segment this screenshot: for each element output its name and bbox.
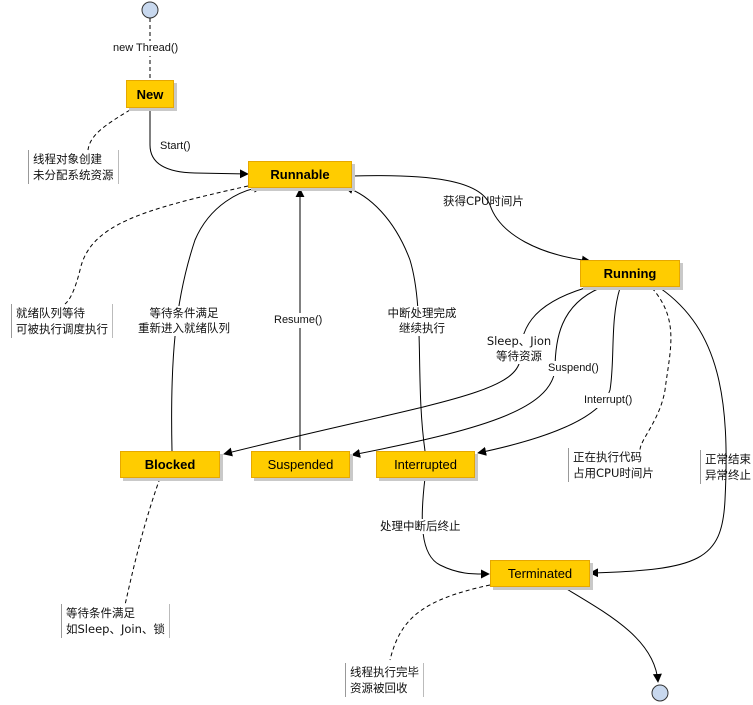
label-interrupt-done-line2: 继续执行 bbox=[399, 321, 445, 335]
edge-get-cpu bbox=[351, 175, 591, 265]
note-new-line1: 线程对象创建 bbox=[33, 152, 102, 166]
note-end-line2: 异常终止 bbox=[705, 468, 751, 482]
note-new-line2: 未分配系统资源 bbox=[33, 168, 114, 182]
state-terminated: Terminated bbox=[490, 560, 590, 587]
label-interrupt: Interrupt() bbox=[584, 393, 633, 408]
note-new: 线程对象创建 未分配系统资源 bbox=[28, 150, 119, 184]
edge-start bbox=[149, 108, 249, 179]
label-wait-ready-line1: 等待条件满足 bbox=[149, 306, 219, 320]
state-new: New bbox=[126, 80, 174, 108]
final-node bbox=[651, 684, 669, 702]
edge-blocked-runnable bbox=[171, 183, 263, 452]
label-interrupt-terminate: 处理中断后终止 bbox=[380, 519, 461, 534]
edge-interrupt bbox=[477, 287, 621, 456]
label-wait-ready-line2: 重新进入就绪队列 bbox=[138, 321, 230, 335]
edge-interrupt-terminate bbox=[421, 477, 490, 579]
label-suspend: Suspend() bbox=[548, 361, 599, 376]
note-blocked-line1: 等待条件满足 bbox=[66, 606, 135, 620]
edge-suspend bbox=[351, 287, 601, 458]
note-terminated-line2: 资源被回收 bbox=[350, 681, 408, 695]
edge-terminated-final bbox=[564, 587, 662, 683]
state-running: Running bbox=[580, 260, 680, 287]
note-blocked: 等待条件满足 如Sleep、Join、锁 bbox=[61, 604, 170, 638]
initial-node bbox=[141, 1, 159, 19]
label-sleep: Sleep、Jion 等待资源 bbox=[484, 334, 554, 364]
state-blocked: Blocked bbox=[120, 451, 220, 478]
note-blocked-line2: 如Sleep、Join、锁 bbox=[66, 622, 165, 636]
label-wait-ready: 等待条件满足 重新进入就绪队列 bbox=[136, 306, 232, 336]
edge-sleep bbox=[223, 287, 586, 457]
edge-interrupt-done bbox=[344, 185, 426, 452]
note-running-line2: 占用CPU时间片 bbox=[573, 466, 654, 480]
note-end: 正常结束 异常终止 bbox=[700, 450, 753, 484]
label-new-thread: new Thread() bbox=[113, 41, 179, 56]
edge-normal-end bbox=[589, 287, 727, 578]
state-interrupted: Interrupted bbox=[376, 451, 475, 478]
label-sleep-line2: 等待资源 bbox=[496, 349, 542, 363]
note-running: 正在执行代码 占用CPU时间片 bbox=[568, 448, 658, 482]
note-running-line1: 正在执行代码 bbox=[573, 450, 642, 464]
label-interrupt-done-line1: 中断处理完成 bbox=[387, 306, 457, 320]
label-sleep-line1: Sleep、Jion bbox=[486, 334, 552, 348]
label-get-cpu: 获得CPU时间片 bbox=[443, 194, 524, 208]
label-interrupt-done: 中断处理完成 继续执行 bbox=[384, 306, 460, 336]
note-runnable-line1: 就绪队列等待 bbox=[16, 306, 85, 320]
label-resume: Resume() bbox=[274, 313, 323, 328]
state-runnable: Runnable bbox=[248, 161, 352, 188]
note-runnable: 就绪队列等待 可被执行调度执行 bbox=[11, 304, 113, 338]
state-suspended: Suspended bbox=[251, 451, 350, 478]
note-terminated-line1: 线程执行完毕 bbox=[350, 665, 419, 679]
note-terminated: 线程执行完毕 资源被回收 bbox=[345, 663, 424, 697]
note-end-line1: 正常结束 bbox=[705, 452, 751, 466]
label-start: Start() bbox=[160, 140, 191, 152]
note-runnable-line2: 可被执行调度执行 bbox=[16, 322, 108, 336]
